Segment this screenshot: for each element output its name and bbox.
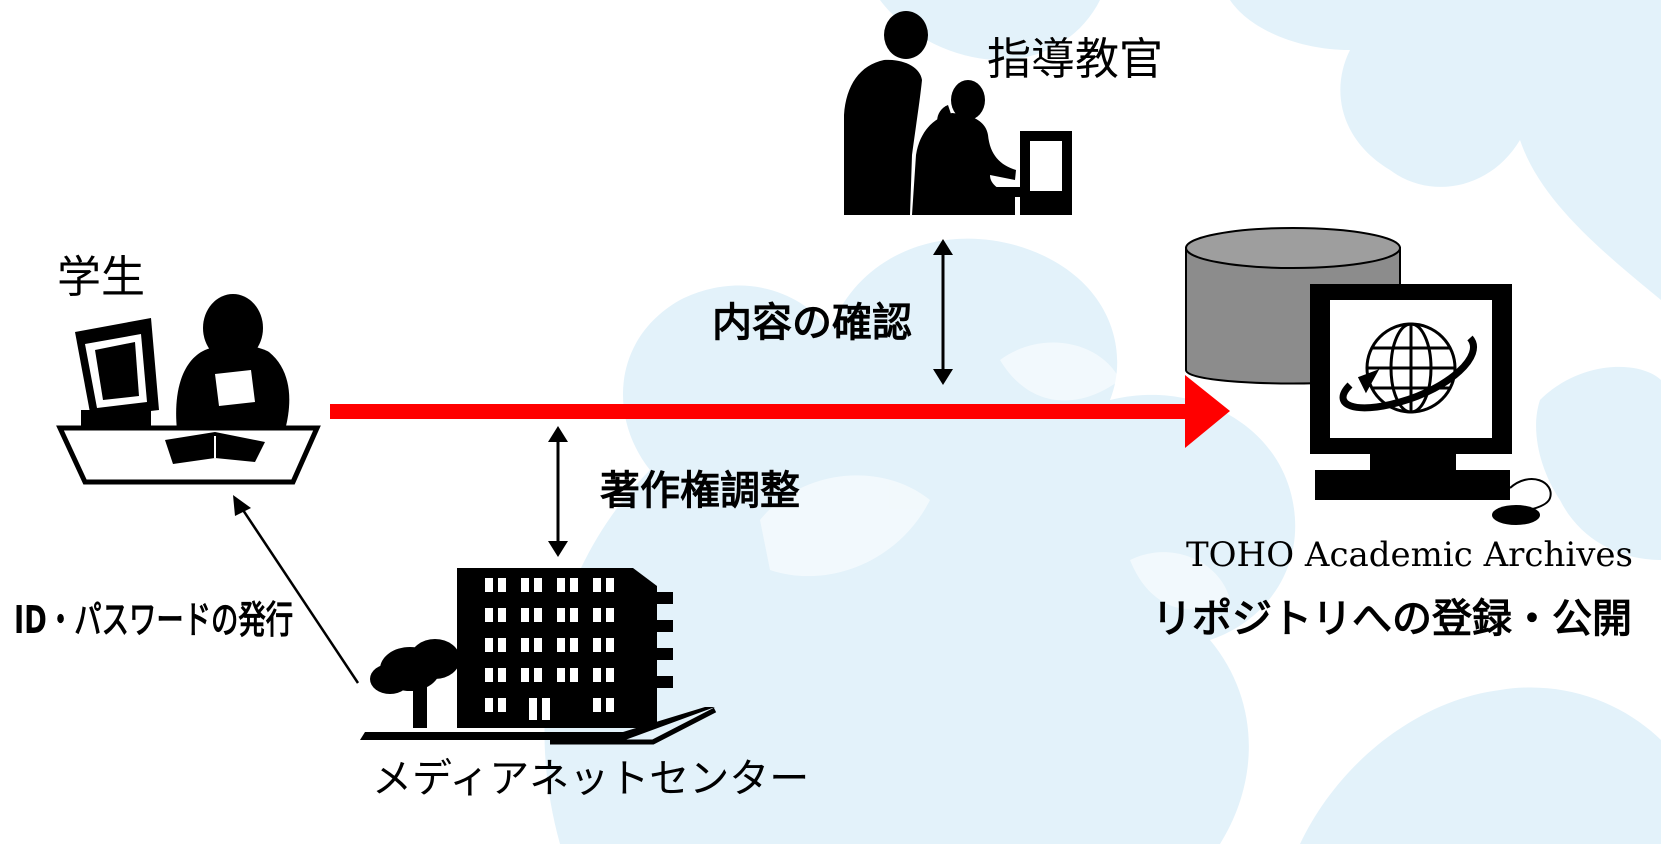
content-check-arrow <box>933 239 953 385</box>
copyright-label: 著作権調整 <box>600 468 800 514</box>
student-at-computer-icon <box>56 294 321 485</box>
background-swirl-highlights <box>760 342 1230 610</box>
student-label: 学生 <box>57 252 145 303</box>
advisor-and-student-icon <box>844 11 1072 215</box>
main-flow-arrow <box>330 375 1230 448</box>
background-swirl <box>544 0 1661 844</box>
globe-icon <box>1339 322 1477 414</box>
office-building-icon <box>360 568 717 745</box>
content-check-label: 内容の確認 <box>712 300 912 346</box>
id-issue-arrow <box>233 495 360 684</box>
repository-server-icon <box>1185 227 1552 525</box>
media-center-label: メディアネットセンター <box>372 756 810 802</box>
advisor-label: 指導教官 <box>987 34 1163 85</box>
repository-name-label: TOHO Academic Archives <box>1186 535 1633 575</box>
repository-caption-label: リポジトリへの登録・公開 <box>1152 596 1632 642</box>
id-issue-label: ID・パスワードの発行 <box>14 598 294 642</box>
copyright-arrow <box>548 426 568 557</box>
